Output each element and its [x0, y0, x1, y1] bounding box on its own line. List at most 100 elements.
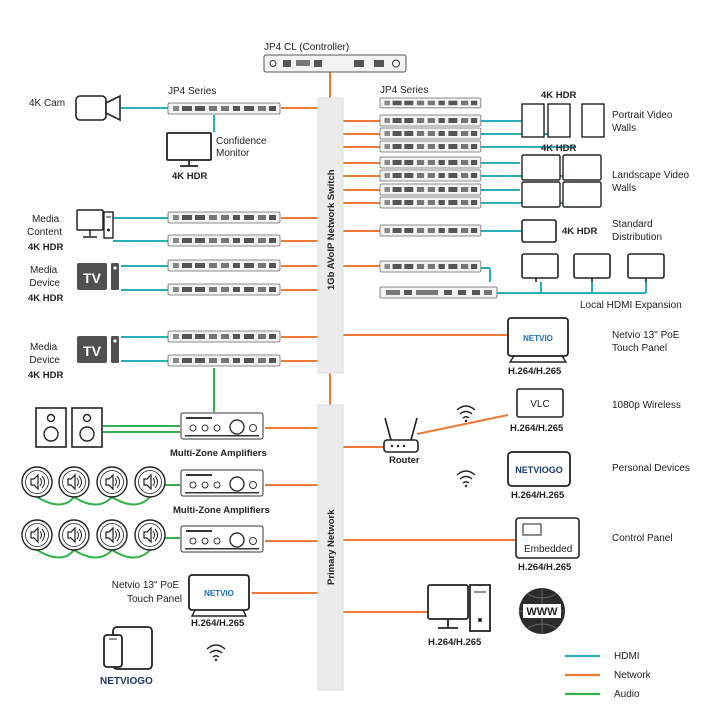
encoder-cam — [167, 102, 281, 115]
right-series-label: JP4 Series — [380, 85, 428, 96]
encoder-media-content-2 — [167, 234, 281, 247]
legend-hdmi-label: HDMI — [614, 651, 640, 662]
personal-codec: H.264/H.265 — [511, 490, 565, 501]
media-content-hdr: 4K HDR — [28, 242, 64, 253]
decoder-local-hdmi — [379, 260, 482, 273]
portrait-video-wall — [521, 103, 605, 138]
decoder-standard — [379, 224, 482, 237]
media-content-label: Media Content — [27, 214, 62, 238]
legend: HDMI Network Audio — [565, 651, 652, 700]
ceiling-speaker-icon — [96, 466, 128, 498]
left-series-label: JP4 Series — [168, 86, 216, 97]
tv-icon — [77, 336, 119, 363]
standard-hdr: 4K HDR — [562, 226, 598, 237]
tv-glyph: TV — [83, 343, 102, 359]
ceiling-speaker-icon — [58, 466, 90, 498]
portrait-label: Portrait Video Walls — [612, 110, 675, 134]
standard-label: Standard Distribution — [612, 219, 662, 243]
vlc-display — [516, 388, 564, 418]
primary-network-switch — [317, 404, 344, 691]
amp-2-label: Multi-Zone Amplifiers — [173, 505, 270, 516]
monitor-icon — [166, 132, 212, 167]
ceiling-speaker-icon — [58, 519, 90, 551]
media-device-1-hdr: 4K HDR — [28, 293, 64, 304]
www-label: WWW — [526, 606, 558, 618]
tablet-logo: NETVIOGO — [100, 676, 153, 687]
wifi-icon — [206, 644, 226, 662]
pc-codec: H.264/H.265 — [428, 637, 482, 648]
ceiling-speaker-icon — [21, 466, 53, 498]
wireless-label: 1080p Wireless — [612, 400, 681, 411]
camera-icon — [75, 94, 121, 122]
right-touch-panel — [507, 317, 569, 363]
touch-panel-logo: NETVIO — [204, 589, 234, 598]
encoder-media-device-4 — [167, 354, 281, 367]
touch-panel-icon — [188, 574, 250, 617]
media-device-2-label: Media Device — [29, 342, 60, 366]
router-icon — [383, 417, 419, 453]
control-panel-icon — [515, 517, 580, 559]
decoder-extra — [379, 97, 482, 109]
vlc-codec: H.264/H.265 — [510, 423, 564, 434]
router-label: Router — [389, 455, 420, 466]
hdmi-expansion-unit — [379, 286, 498, 299]
legend-audio-label: Audio — [614, 689, 640, 700]
encoder-media-content-1 — [167, 211, 281, 224]
amplifier-2 — [180, 469, 264, 497]
avoip-network-switch — [317, 97, 344, 374]
confidence-hdr: 4K HDR — [172, 171, 208, 182]
media-device-2-hdr: 4K HDR — [28, 370, 64, 381]
amp-1-label: Multi-Zone Amplifiers — [170, 448, 267, 459]
controller-label: JP4 CL (Controller) — [264, 42, 349, 53]
encoder-media-device-2 — [167, 283, 281, 296]
desktop-pc-icon — [427, 584, 491, 632]
personal-logo: NETVIOGO — [515, 465, 563, 475]
ceiling-speaker-icon — [21, 519, 53, 551]
landscape-screen — [521, 181, 561, 208]
hdmi-cables — [113, 107, 647, 362]
landscape-screen — [562, 181, 602, 208]
portrait-hdr: 4K HDR — [541, 90, 577, 101]
left-touch-panel-codec: H.264/H.265 — [191, 618, 245, 629]
ceiling-speaker-icon — [134, 466, 166, 498]
legend-network-label: Network — [614, 670, 652, 681]
local-display — [521, 253, 559, 282]
local-display — [627, 253, 665, 282]
tablet-phone-icon — [103, 626, 153, 670]
wifi-icon — [456, 405, 476, 423]
avoip-switch-label: 1Gb AVoIP Network Switch — [326, 169, 337, 290]
primary-network-label: Primary Network — [326, 509, 337, 585]
local-hdmi-label: Local HDMI Expansion — [580, 300, 682, 311]
personal-device-icon — [507, 451, 571, 487]
embedded-codec: H.264/H.265 — [518, 562, 572, 573]
embedded-label: Embedded — [524, 544, 572, 555]
landscape-screen — [521, 154, 561, 181]
www-globe-icon — [519, 588, 565, 634]
personal-label: Personal Devices — [612, 463, 690, 474]
amplifier-1 — [180, 412, 264, 440]
network-cables — [252, 62, 516, 613]
encoder-media-device-1 — [167, 259, 281, 272]
decoder-landscape-4 — [379, 196, 482, 209]
cam-label: 4K Cam — [29, 98, 65, 109]
wifi-icon — [456, 470, 476, 488]
landscape-screen — [562, 154, 602, 181]
encoder-media-device-3 — [167, 330, 281, 343]
desktop-computer-icon — [76, 209, 114, 239]
left-touch-panel-label: Netvio 13" PoE Touch Panel — [112, 580, 182, 605]
amplifier-3 — [180, 525, 264, 553]
decoder-portrait-3 — [379, 140, 482, 153]
right-touch-panel-label: Netvio 13" PoE Touch Panel — [612, 330, 682, 354]
jp4-controller — [263, 54, 407, 73]
bookshelf-speaker-icon — [35, 407, 67, 448]
local-display — [573, 253, 611, 282]
decoder-landscape-1 — [379, 156, 482, 169]
confidence-label: Confidence Monitor — [216, 136, 269, 159]
decoder-landscape-2 — [379, 169, 482, 182]
right-touch-panel-codec: H.264/H.265 — [508, 366, 562, 377]
ceiling-speaker-icon — [134, 519, 166, 551]
decoder-portrait-1 — [379, 114, 482, 127]
media-device-1-label: Media Device — [29, 265, 60, 289]
